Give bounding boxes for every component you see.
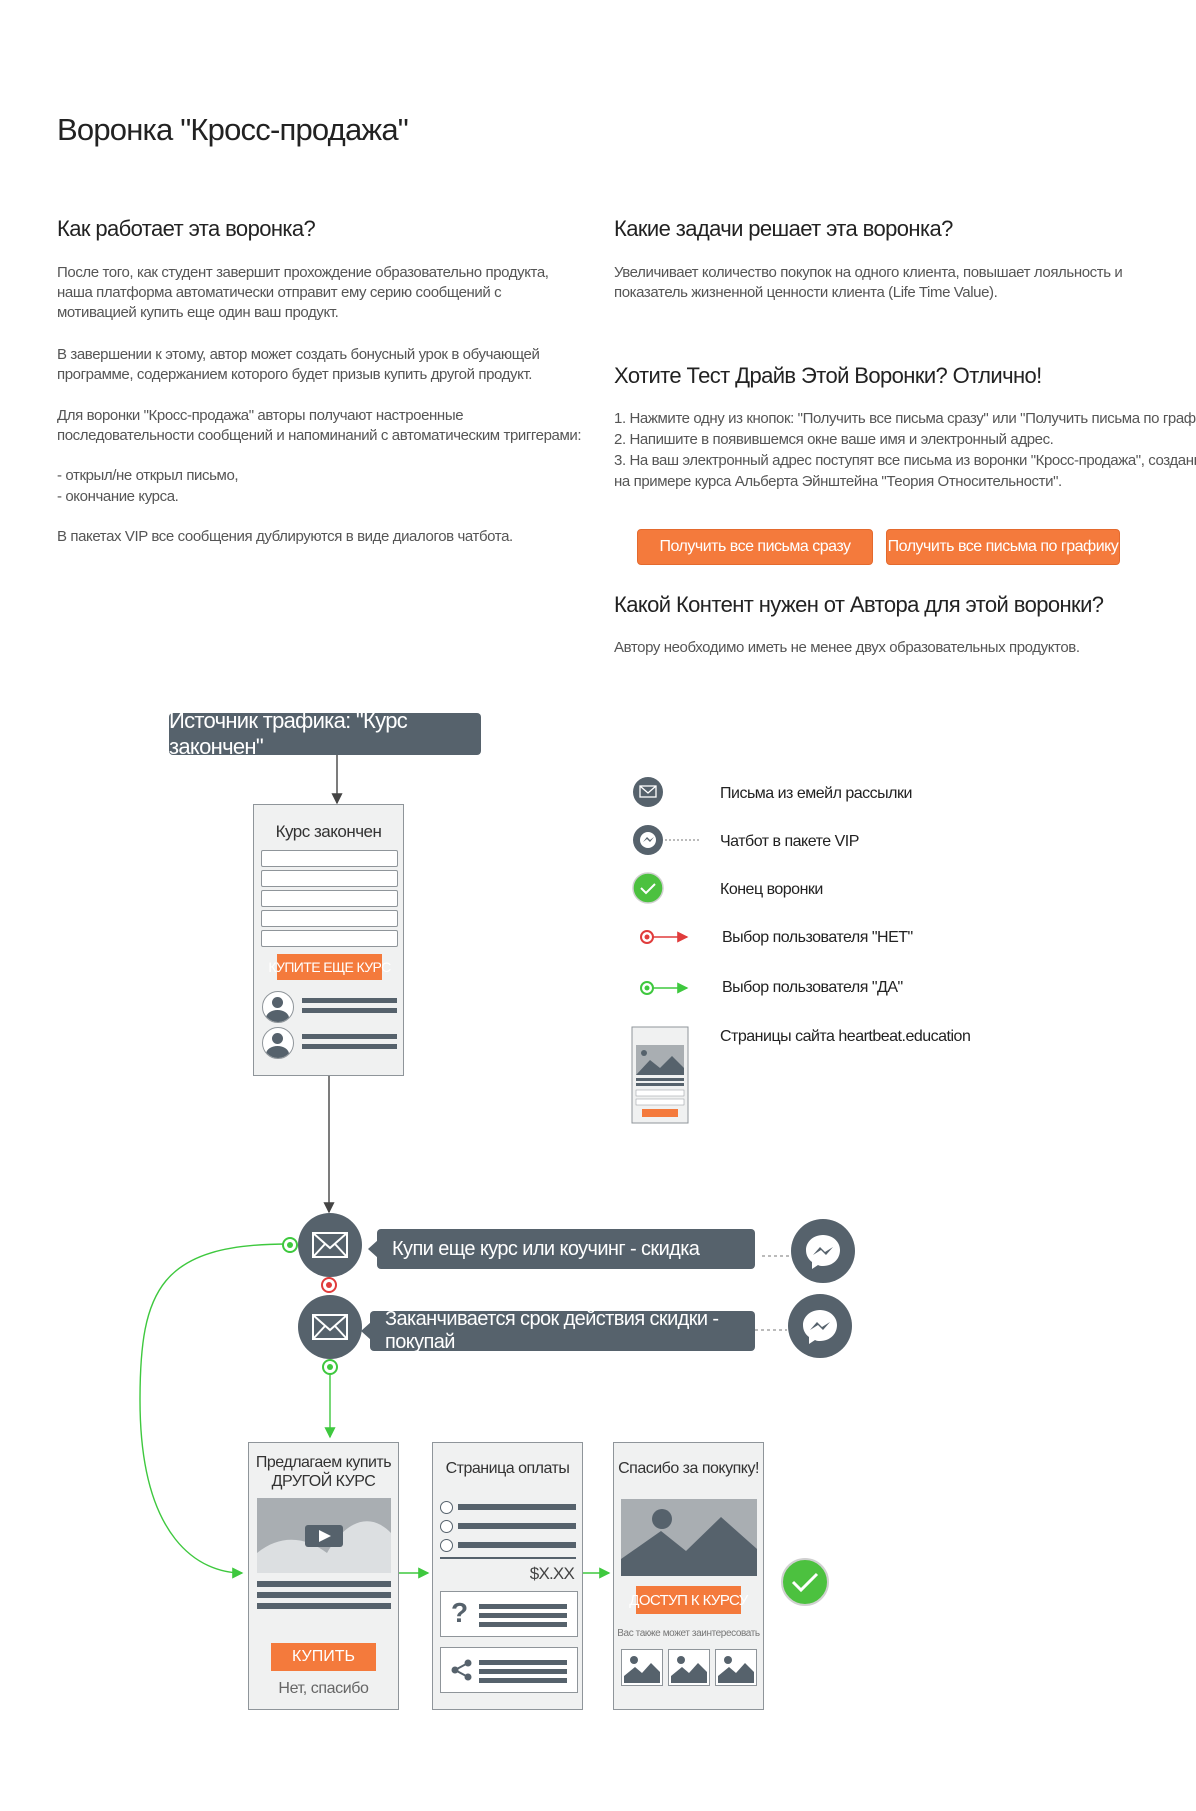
chatbot-node-1 xyxy=(791,1219,855,1283)
share-icon xyxy=(451,1659,472,1681)
recommendation-note: Вас также может заинтересовать xyxy=(617,1628,760,1639)
avatar xyxy=(262,1027,294,1059)
legend-no-arrow xyxy=(640,930,689,944)
legend-yes-label: Выбор пользователя "ДА" xyxy=(722,979,903,996)
traffic-source-node: Источник трафика: "Курс закончен" xyxy=(169,708,481,759)
legend-pages-label: Страницы сайта heartbeat.education xyxy=(720,1028,971,1045)
buy-more-course-button: КУПИТЕ ЕЩЕ КУРС xyxy=(268,954,391,980)
content-heading: Какой Контент нужен от Автора для этой в… xyxy=(614,592,1104,617)
legend-no-label: Выбор пользователя "НЕТ" xyxy=(722,929,913,946)
offer-title-line-1: Предлагаем купить xyxy=(255,1454,392,1471)
faq-block: ? xyxy=(440,1591,578,1637)
share-block xyxy=(440,1647,578,1693)
screen-payment: Страница оплаты $X.XX ? xyxy=(432,1442,583,1710)
no-dot-email1 xyxy=(321,1277,337,1293)
tasks-text: Увеличивает количество покупок на одного… xyxy=(614,264,1123,301)
email-message-1-text: Купи еще курс или коучинг - скидка xyxy=(392,1237,700,1260)
screen-payment-title: Страница оплаты xyxy=(445,1460,570,1477)
arrow-yes-email1 xyxy=(139,1243,289,1579)
radio-option xyxy=(440,1501,453,1514)
how-paragraph-3: Для воронки "Кросс-продажа" авторы получ… xyxy=(57,407,582,444)
how-paragraph-5: В пакетах VIP все сообщения дублируются … xyxy=(57,528,513,545)
related-course-thumb xyxy=(621,1649,663,1686)
landscape-image xyxy=(621,1509,757,1576)
question-icon: ? xyxy=(451,1597,469,1628)
legend-email-label: Письма из емейл рассылки xyxy=(720,785,912,802)
screen-course-finished: Курс закончен КУПИТЕ ЕЩЕ КУРС xyxy=(253,804,404,1076)
legend-end-icon xyxy=(632,872,664,904)
email-node-2 xyxy=(298,1295,362,1359)
offer-title-line-2: ДРУГОЙ КУРС xyxy=(271,1473,376,1490)
testdrive-step-2: 2. Напишите в появившемся окне ваше имя … xyxy=(614,431,1054,448)
how-heading: Как работает эта воронка? xyxy=(57,216,316,241)
radio-option xyxy=(440,1520,453,1533)
screen-offer-course-title: Предлагаем купить ДРУГОЙ КУРС xyxy=(249,1453,398,1491)
form-field xyxy=(261,850,398,867)
screen-course-finished-title: Курс закончен xyxy=(275,822,382,841)
testdrive-step-3: 3. На ваш электронный адрес поступят все… xyxy=(614,452,1196,469)
screen-thank-you: Спасибо за покупку! ДОСТУП К КУРСУ Вас т… xyxy=(613,1442,764,1710)
how-paragraph-1: После того, как студент завершит прохожд… xyxy=(57,264,549,321)
form-field xyxy=(261,930,398,947)
yes-dot-email2 xyxy=(322,1359,338,1375)
yes-dot-email1 xyxy=(282,1237,298,1253)
email-node-1 xyxy=(298,1213,362,1277)
screen-thank-you-title: Спасибо за покупку! xyxy=(618,1460,759,1477)
related-course-thumb xyxy=(668,1649,710,1686)
how-trigger-2: - окончание курса. xyxy=(57,488,179,505)
form-field xyxy=(261,890,398,907)
price-label: $X.XX xyxy=(529,1564,575,1583)
video-image xyxy=(257,1521,391,1573)
image-placeholder xyxy=(621,1499,757,1576)
get-scheduled-emails-button[interactable]: Получить все письма по графику xyxy=(886,529,1120,565)
chatbot-node-2 xyxy=(788,1294,852,1358)
avatar xyxy=(262,991,294,1023)
radio-option xyxy=(440,1539,453,1552)
testdrive-step-1: 1. Нажмите одну из кнопок: "Получить все… xyxy=(614,410,1196,427)
video-placeholder xyxy=(257,1498,391,1573)
form-field xyxy=(261,910,398,927)
buy-button: КУПИТЬ xyxy=(271,1643,376,1671)
related-course-thumb xyxy=(715,1649,757,1686)
page-title: Воронка "Кросс-продажа" xyxy=(57,112,409,147)
how-trigger-1: - открыл/не открыл письмо, xyxy=(57,467,239,484)
legend-end-label: Конец воронки xyxy=(720,881,823,898)
legend-page-icon xyxy=(631,1026,689,1124)
legend-yes-arrow xyxy=(640,981,689,995)
no-thanks-link: Нет, спасибо xyxy=(278,1680,369,1697)
email-message-2: Заканчивается срок действия скидки - пок… xyxy=(361,1308,755,1353)
get-all-emails-button[interactable]: Получить все письма сразу xyxy=(637,529,873,565)
how-paragraph-2: В завершении к этому, автор может создат… xyxy=(57,346,540,383)
tasks-heading: Какие задачи решает эта воронка? xyxy=(614,216,953,241)
form-field xyxy=(261,870,398,887)
course-access-button: ДОСТУП К КУРСУ xyxy=(629,1586,748,1614)
testdrive-step-3-cont: на примере курса Альберта Эйнштейна "Тео… xyxy=(614,473,1062,490)
screen-offer-course: Предлагаем купить ДРУГОЙ КУРС КУПИТЬ Нет… xyxy=(248,1442,399,1710)
legend-chatbot-icon xyxy=(633,825,700,855)
legend-chatbot-label: Чатбот в пакете VIP xyxy=(720,833,859,850)
end-node xyxy=(781,1558,829,1606)
content-text: Автору необходимо иметь не менее двух об… xyxy=(614,639,1080,656)
legend-email-icon xyxy=(633,777,663,807)
email-message-2-text: Заканчивается срок действия скидки - пок… xyxy=(385,1308,719,1353)
email-message-1: Купи еще курс или коучинг - скидка xyxy=(368,1229,755,1269)
testdrive-heading: Хотите Тест Драйв Этой Воронки? Отлично! xyxy=(614,363,1042,388)
